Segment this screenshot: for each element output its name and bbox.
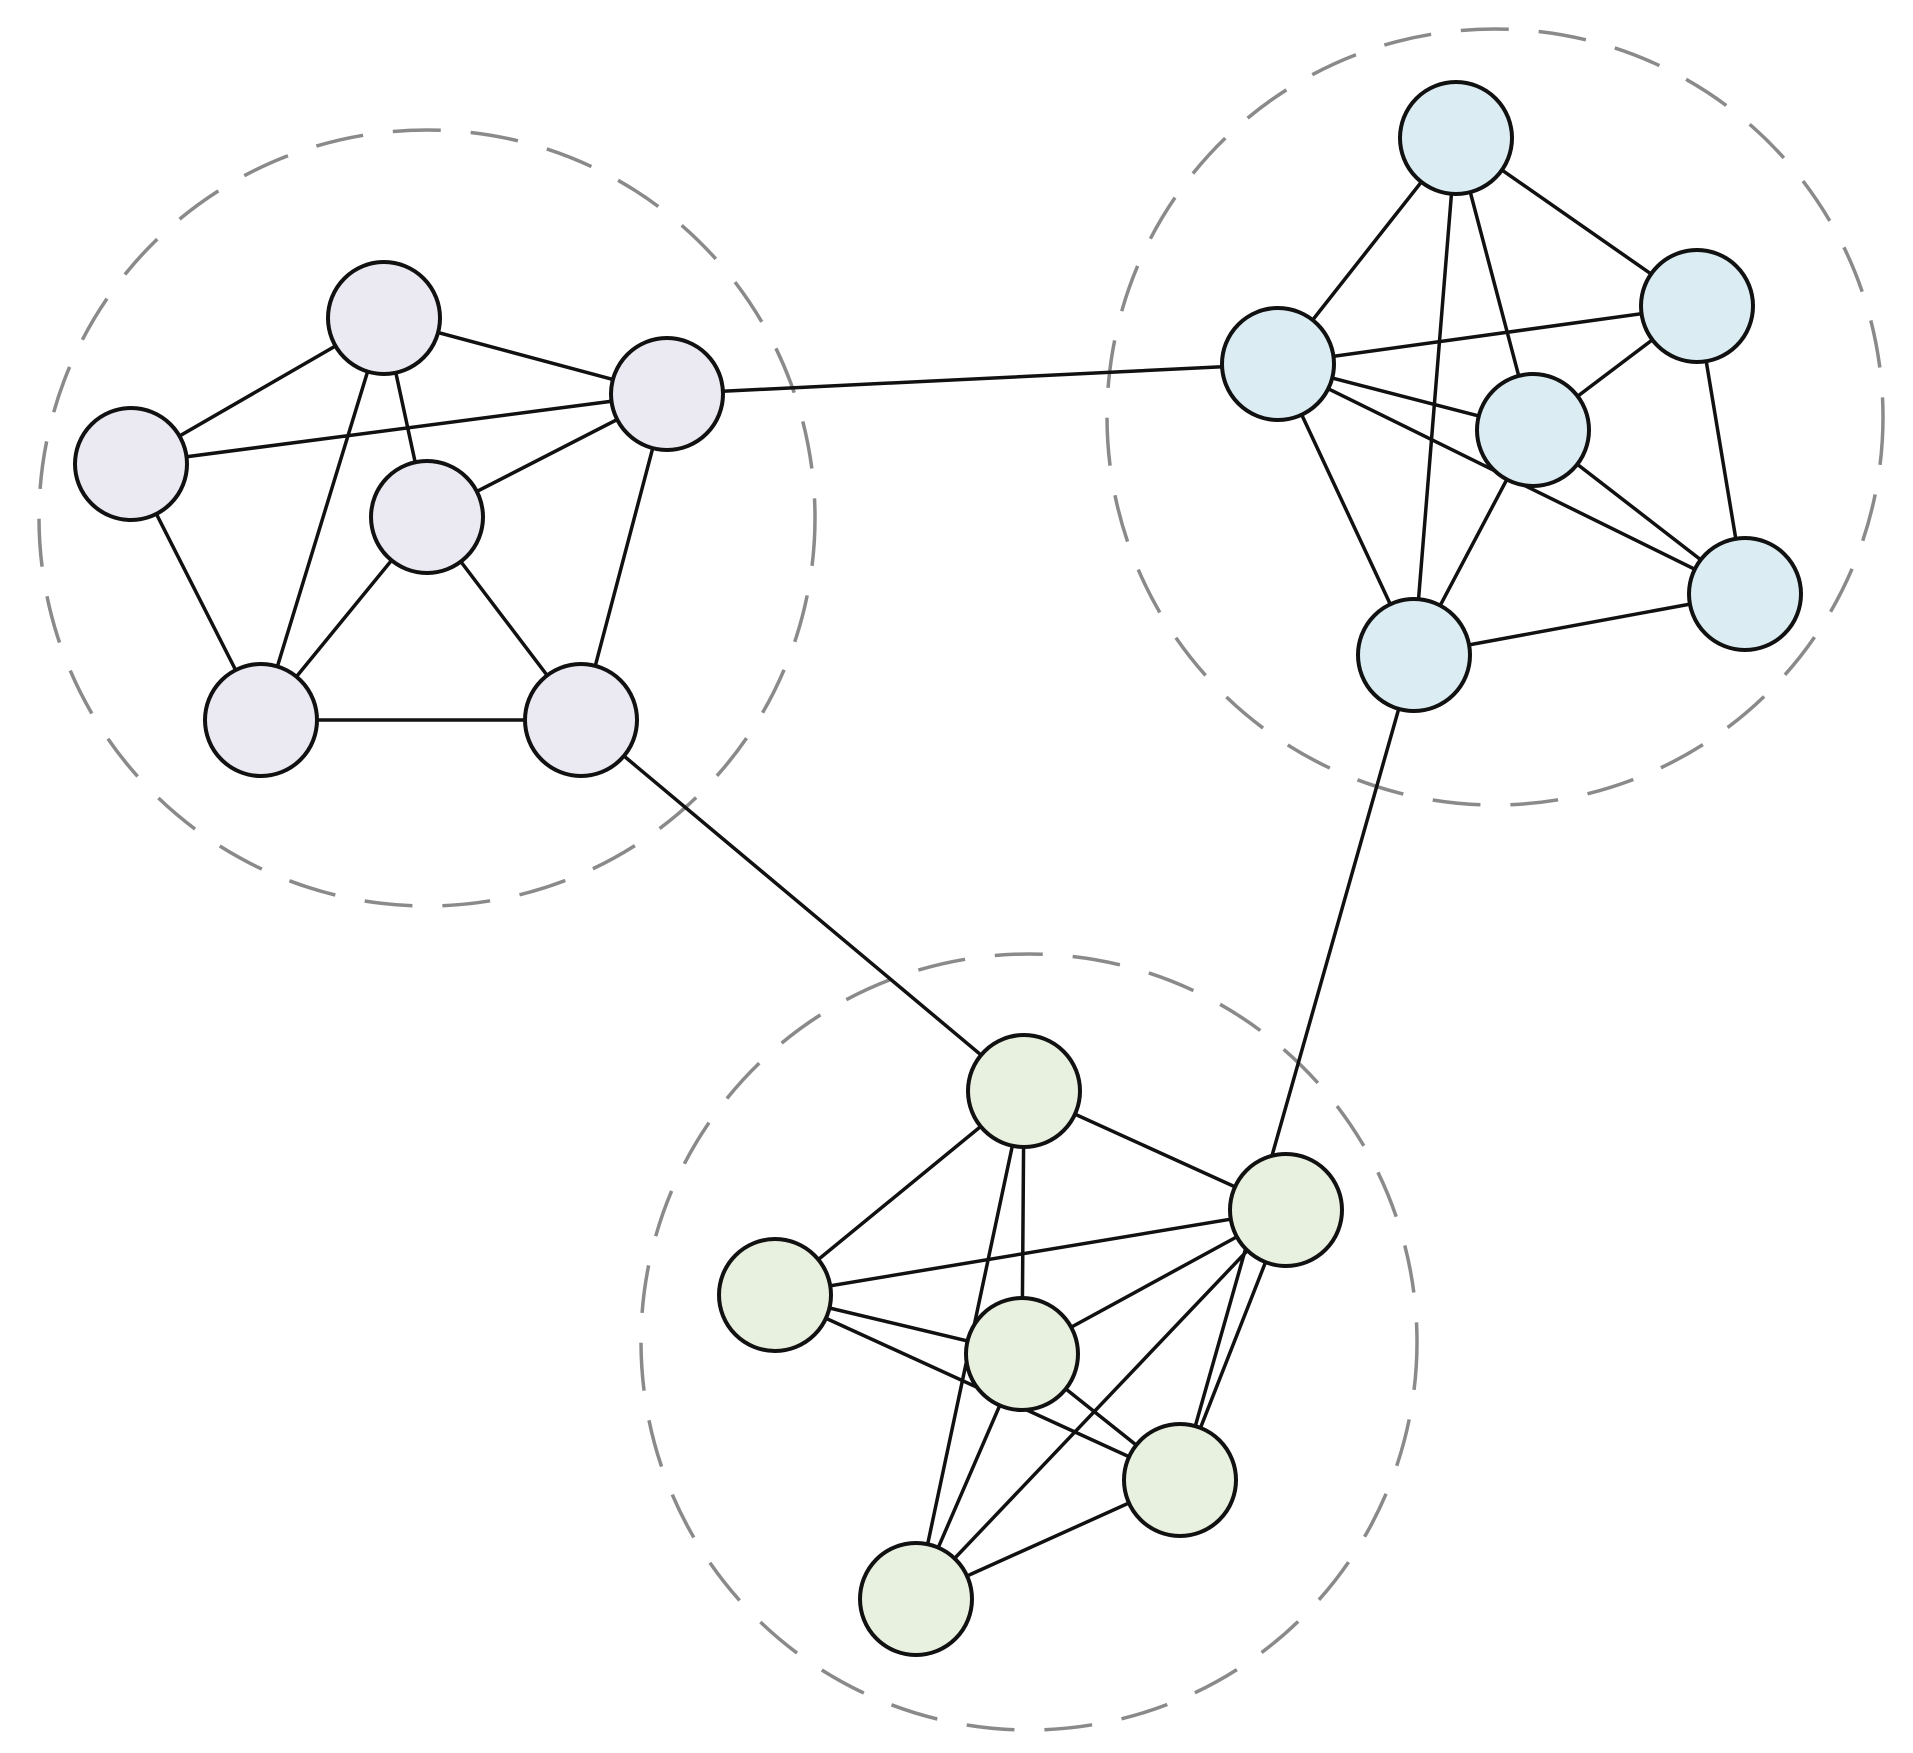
cluster-c-ring <box>639 952 1419 1732</box>
node-c4 <box>1122 1422 1238 1538</box>
node-b5 <box>1356 597 1472 713</box>
node-c3 <box>1228 1152 1344 1268</box>
node-a1 <box>326 260 442 376</box>
node-b3 <box>1639 248 1755 364</box>
edge-c3-c7 <box>914 1208 1288 1601</box>
node-c5 <box>858 1541 974 1657</box>
cluster-rings <box>37 27 1885 1732</box>
edge-b2-b3 <box>1276 304 1699 366</box>
edge-b1-b5 <box>1412 136 1458 657</box>
cluster-a-ring <box>37 128 817 908</box>
node-a5 <box>203 662 319 778</box>
node-c1 <box>966 1033 1082 1149</box>
edge-a3-b2 <box>665 362 1280 396</box>
cluster-b-ring <box>1105 27 1885 807</box>
node-b1 <box>1398 80 1514 196</box>
node-a4 <box>369 459 485 575</box>
node-b6 <box>1687 536 1803 652</box>
edge-b5-c4 <box>1178 653 1416 1482</box>
node-a3 <box>609 336 725 452</box>
edge-a6-c1 <box>579 718 1026 1093</box>
edge-c2-c3 <box>773 1208 1288 1297</box>
node-b2 <box>1220 306 1336 422</box>
node-c6 <box>964 1296 1080 1412</box>
node-a6 <box>523 662 639 778</box>
node-b4 <box>1475 372 1591 488</box>
node-a2 <box>73 406 189 522</box>
edge-a1-a5 <box>259 316 386 722</box>
nodes <box>73 80 1803 1657</box>
edge-a2-a3 <box>129 392 669 466</box>
node-c2 <box>717 1237 833 1353</box>
